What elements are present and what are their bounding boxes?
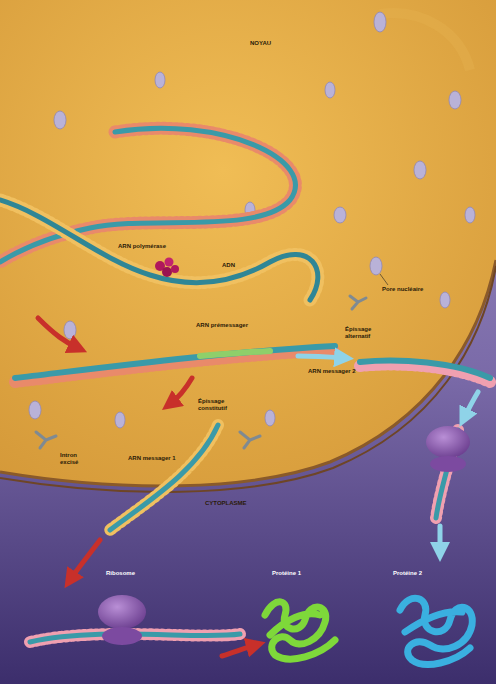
part-label: ADN [222, 262, 235, 269]
mrna-1 [30, 425, 240, 642]
dna-helix [0, 128, 318, 300]
nucleus [0, 0, 496, 486]
part-label: Épissage alternatif [345, 326, 387, 340]
nuclear-membrane [0, 260, 496, 486]
part-label: Protéine 1 [272, 570, 301, 577]
part-label: ARN polymérase [118, 243, 166, 250]
part-label: ARN messager 1 [128, 455, 176, 462]
mrna-2 [360, 361, 490, 518]
part-label: CYTOPLASME [205, 500, 247, 507]
protein-1 [265, 602, 335, 659]
part-label: Protéine 2 [393, 570, 422, 577]
leader-line [380, 274, 388, 285]
process-arrow [38, 318, 478, 656]
rna-polymerase [155, 258, 179, 278]
part-label: Épissage constitutif [198, 398, 242, 412]
nucleus-shade [380, 13, 470, 70]
excised-intron [36, 296, 366, 448]
part-label: ARN messager 2 [308, 368, 356, 375]
part-label: Intron excisé [60, 452, 90, 466]
protein-2 [400, 598, 472, 664]
part-label: NOYAU [250, 40, 271, 47]
part-label: Pore nucléaire [382, 286, 423, 293]
nuclear-membrane [0, 266, 496, 492]
part-label: Ribosome [106, 570, 135, 577]
pre-mrna [15, 346, 335, 382]
part-label: ARN prémessager [196, 322, 248, 329]
